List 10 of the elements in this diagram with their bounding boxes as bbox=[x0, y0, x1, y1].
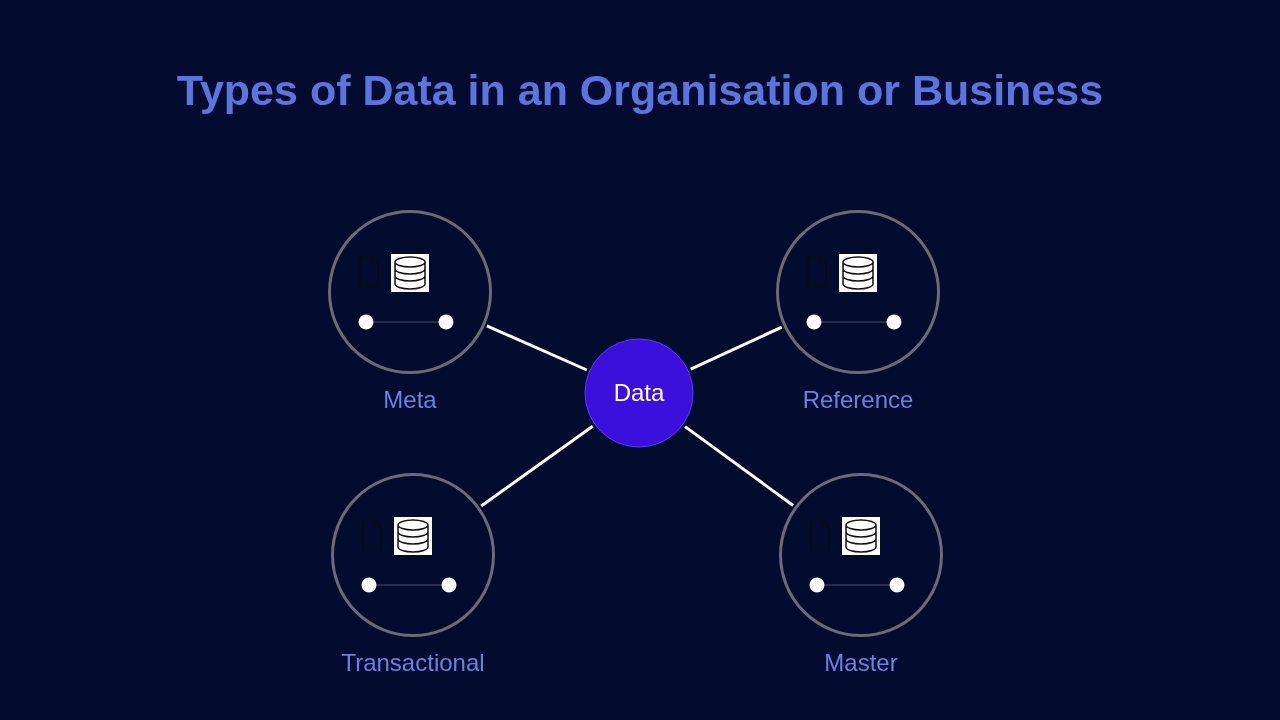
node-label: Transactional bbox=[341, 649, 485, 677]
node-label: Meta bbox=[383, 386, 437, 414]
node-label: Master bbox=[824, 649, 898, 677]
node-label: Reference bbox=[802, 386, 914, 414]
title: Types of Data in an Organisation or Business bbox=[176, 66, 1104, 115]
connector-line bbox=[690, 325, 783, 371]
connector-line bbox=[684, 425, 795, 507]
connector-line bbox=[480, 425, 594, 508]
node-label: Data bbox=[613, 379, 665, 407]
connector-line bbox=[486, 324, 588, 372]
